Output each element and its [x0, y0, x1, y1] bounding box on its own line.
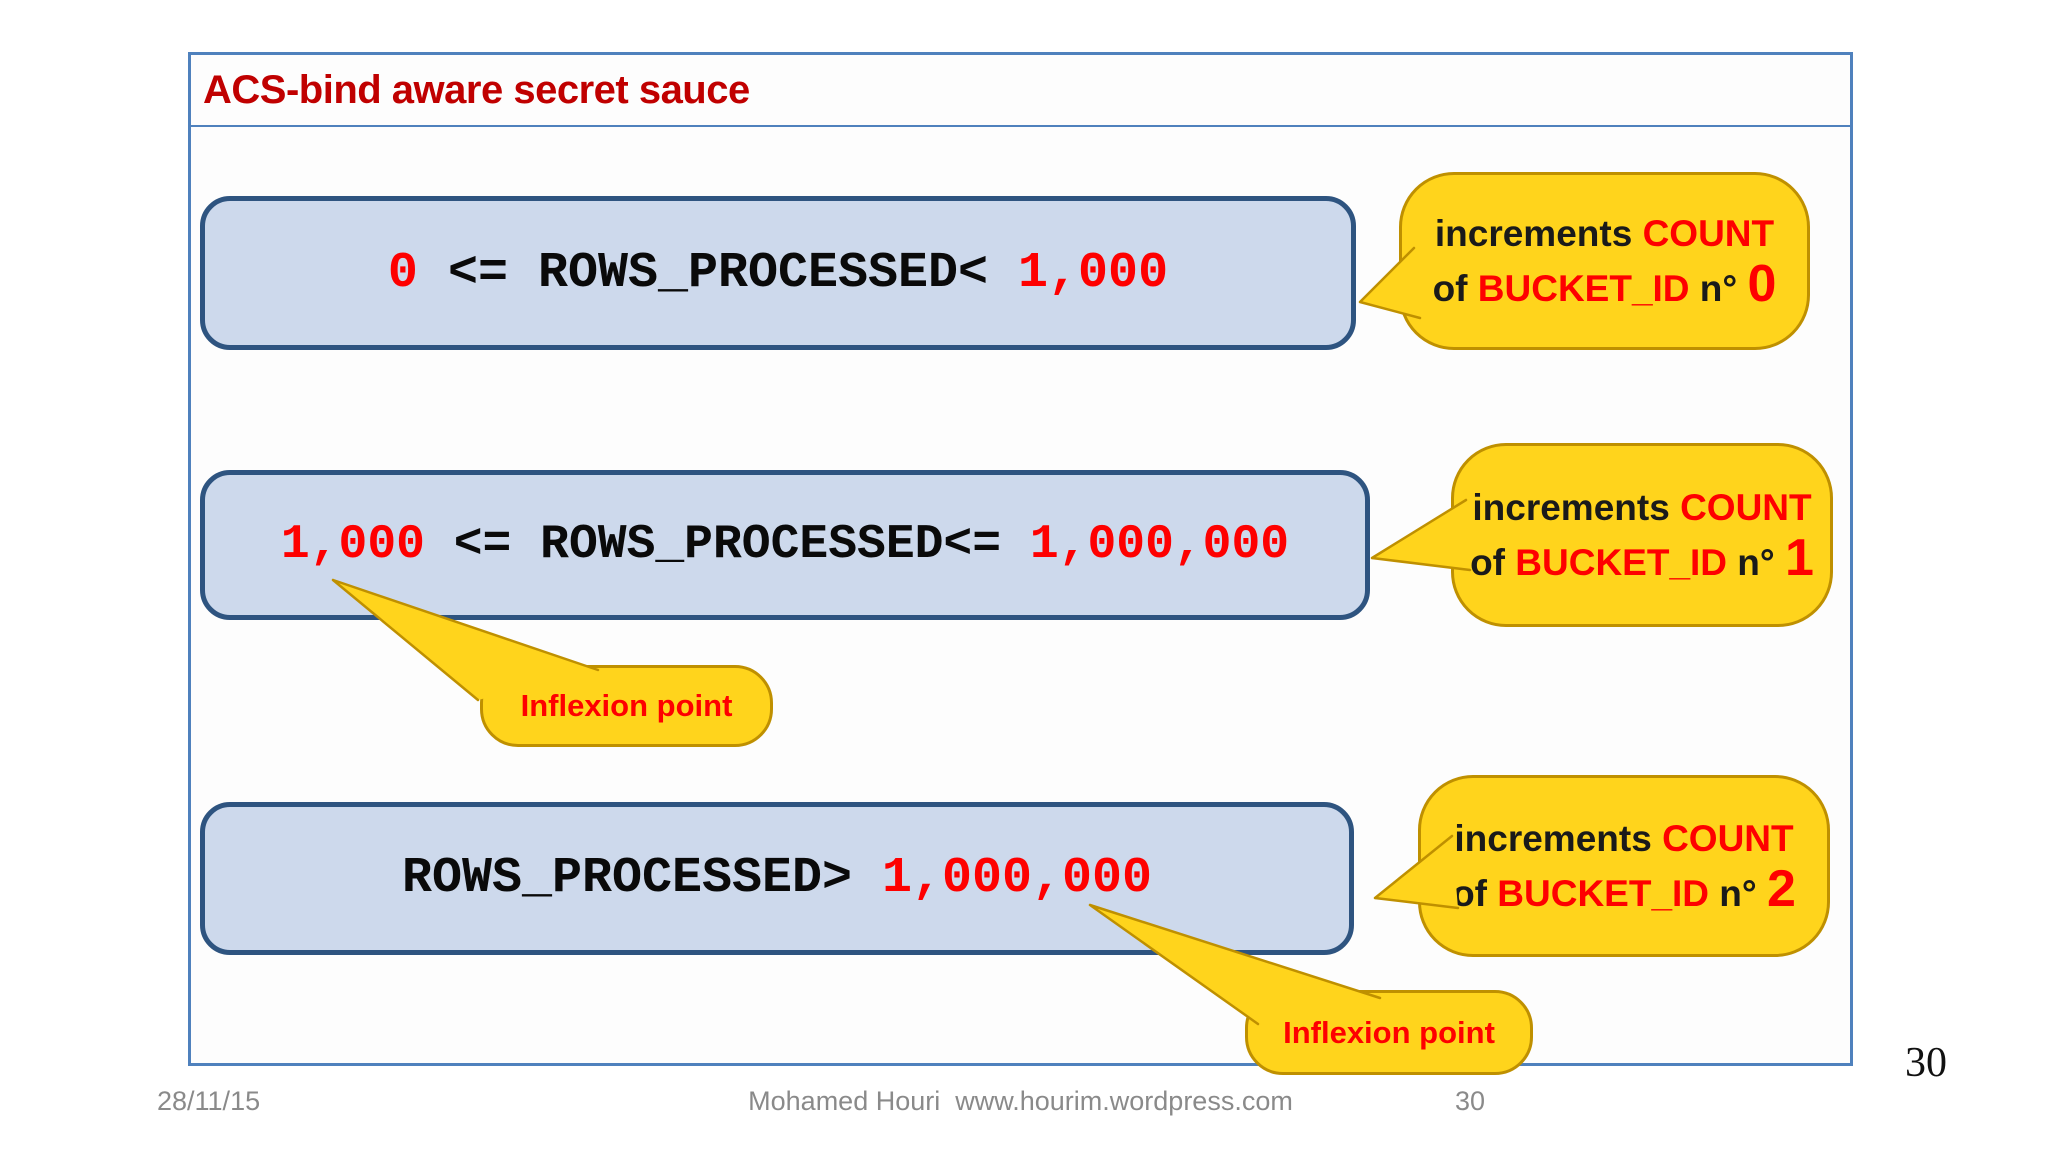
condition-box-bucket-1: 1,000 <= ROWS_PROCESSED<= 1,000,000: [200, 470, 1370, 620]
bucket-number: 1: [1785, 528, 1814, 587]
range-high-value: 1,000,000: [882, 850, 1153, 907]
inflexion-point-label-2: Inflexion point: [1245, 990, 1533, 1075]
condition-box-bucket-0: 0 <= ROWS_PROCESSED< 1,000: [200, 196, 1356, 350]
title-band: ACS-bind aware secret sauce: [191, 55, 1850, 127]
callout-line-1: increments COUNT: [1472, 486, 1812, 528]
range-expression: <= ROWS_PROCESSED<: [417, 244, 1019, 302]
callout-line-2: of BUCKET_ID n° 1: [1470, 528, 1814, 587]
range-expression: ROWS_PROCESSED>: [401, 850, 883, 907]
corner-page-number: 30: [1905, 1040, 1947, 1086]
range-expression: <= ROWS_PROCESSED<=: [424, 518, 1030, 572]
footer-credit: Mohamed Houri www.hourim.wordpress.com: [748, 1086, 1293, 1116]
footer-date: 28/11/15: [157, 1086, 261, 1116]
condition-box-bucket-2: ROWS_PROCESSED> 1,000,000: [200, 802, 1354, 955]
callout-line-2: of BUCKET_ID n° 0: [1432, 254, 1777, 313]
range-low-value: 0: [387, 244, 418, 302]
callout-line-1: increments COUNT: [1454, 817, 1794, 859]
range-low-value: 1,000: [280, 518, 425, 572]
footer-slide-number: 30: [1455, 1086, 1486, 1116]
inflexion-point-label-1: Inflexion point: [480, 665, 773, 747]
callout-line-1: increments COUNT: [1434, 212, 1775, 254]
range-high-value: 1,000,000: [1029, 518, 1290, 572]
callout-line-2: of BUCKET_ID n° 2: [1452, 859, 1796, 918]
callout-bucket-2: increments COUNT of BUCKET_ID n° 2: [1418, 775, 1830, 957]
bucket-number: 2: [1767, 859, 1796, 918]
callout-bucket-0: increments COUNT of BUCKET_ID n° 0: [1399, 172, 1810, 350]
callout-bucket-1: increments COUNT of BUCKET_ID n° 1: [1451, 443, 1833, 627]
range-high-value: 1,000: [1018, 244, 1169, 302]
slide-title: ACS-bind aware secret sauce: [203, 68, 750, 112]
bucket-number: 0: [1747, 254, 1777, 313]
